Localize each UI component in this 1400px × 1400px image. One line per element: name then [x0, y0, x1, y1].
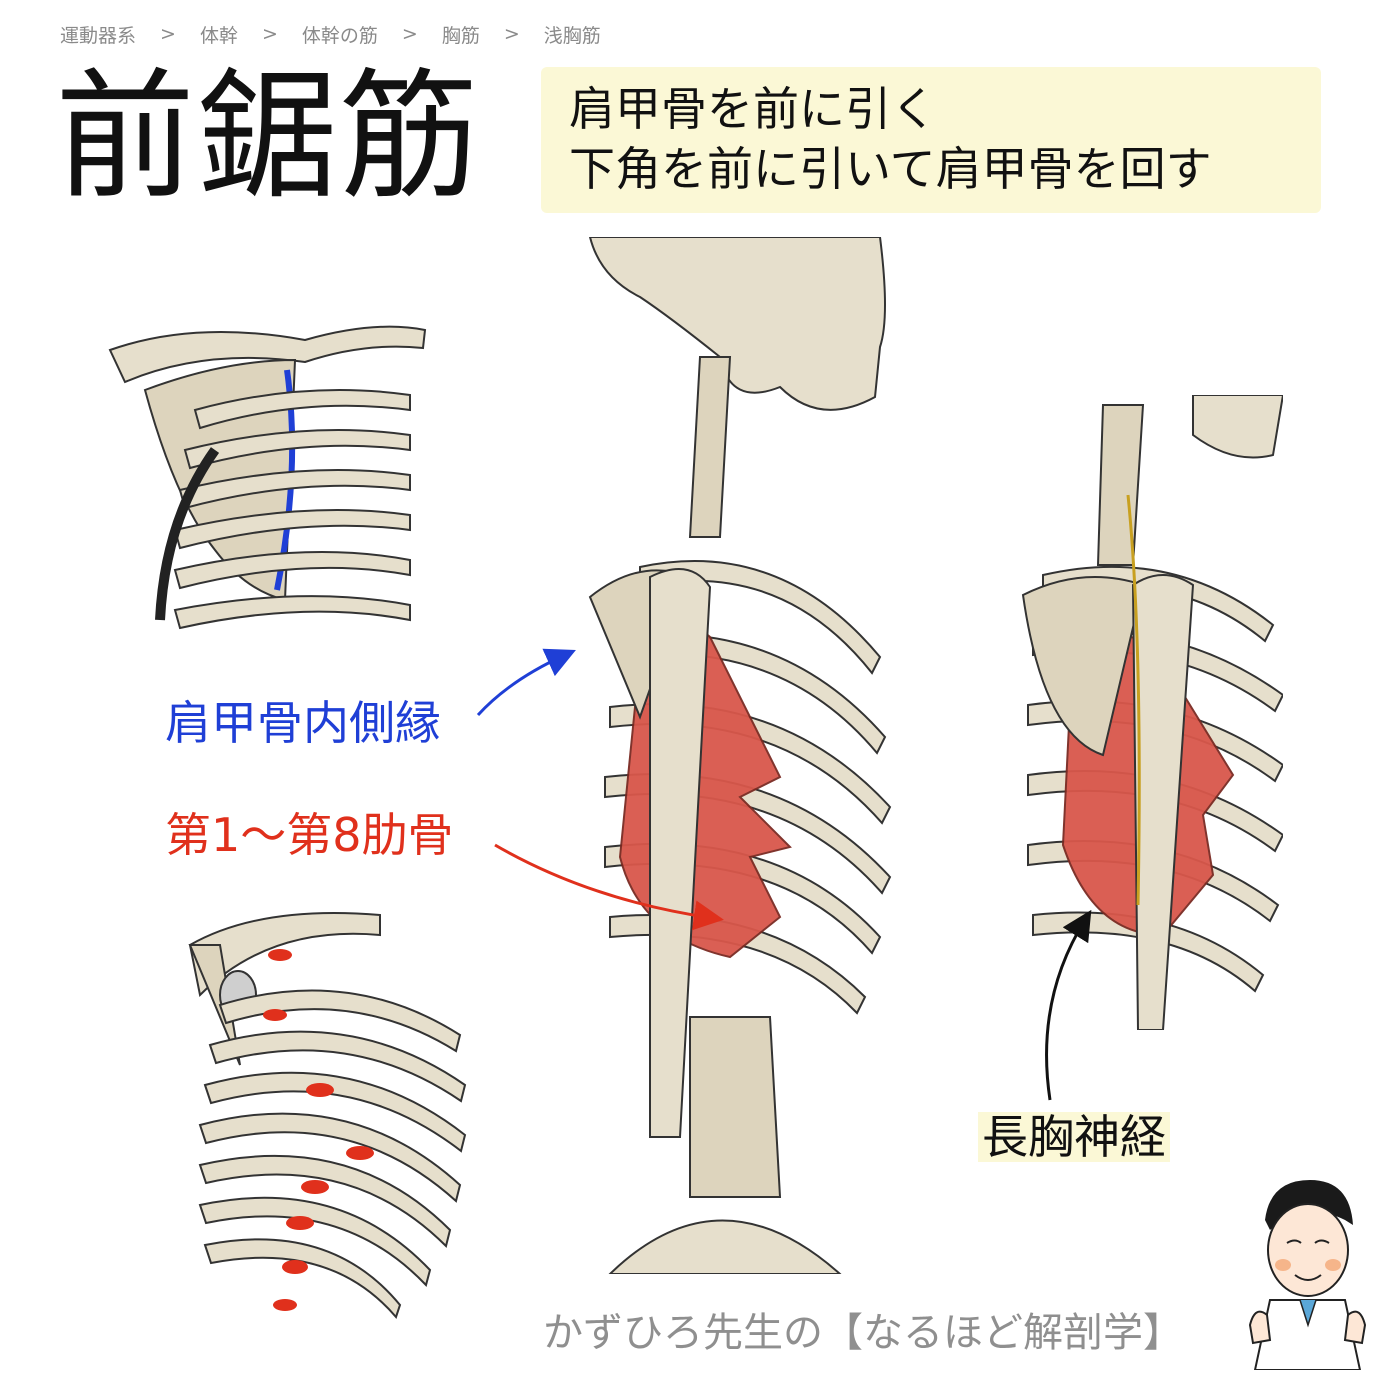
function-line-2: 下角を前に引いて肩甲骨を回す — [569, 142, 1212, 196]
breadcrumb: 運動器系 > 体幹 > 体幹の筋 > 胸筋 > 浅胸筋 — [60, 20, 601, 48]
rib-attachments-image — [180, 885, 480, 1325]
illustration-scapula-ribs-top — [105, 300, 430, 645]
lateral-skeleton-image — [580, 237, 900, 1274]
page-title: 前鋸筋 — [55, 56, 482, 219]
label-nerve: 長胸神経 — [978, 1112, 1170, 1162]
illustration-lateral-skeleton — [580, 237, 900, 1274]
illustration-rib-attachments — [180, 885, 480, 1325]
breadcrumb-item-0[interactable]: 運動器系 — [60, 24, 137, 47]
long-thoracic-nerve-image — [1003, 395, 1283, 1030]
breadcrumb-separator: > — [261, 23, 278, 45]
breadcrumb-item-3[interactable]: 胸筋 — [441, 24, 480, 47]
scapula-ribs-top-image — [105, 300, 430, 645]
breadcrumb-item-1[interactable]: 体幹 — [199, 24, 238, 47]
breadcrumb-separator: > — [401, 23, 418, 45]
label-medial-border: 肩甲骨内側縁 — [165, 696, 441, 750]
breadcrumb-separator: > — [160, 23, 176, 45]
arrow-medial-border — [476, 648, 576, 717]
breadcrumb-item-2[interactable]: 体幹の筋 — [301, 24, 378, 47]
doctor-mascot-icon — [1245, 1175, 1370, 1371]
function-box: 肩甲骨を前に引く 下角を前に引いて肩甲骨を回す — [541, 67, 1321, 213]
breadcrumb-item-4[interactable]: 浅胸筋 — [543, 24, 601, 47]
label-ribs: 第1〜第8肋骨 — [165, 808, 454, 862]
illustration-long-thoracic-nerve — [1003, 395, 1283, 1030]
function-line-1: 肩甲骨を前に引く — [569, 82, 937, 136]
breadcrumb-separator: > — [503, 23, 520, 45]
footer-credit: かずひろ先生の【なるほど解剖学】 — [543, 1310, 1183, 1356]
